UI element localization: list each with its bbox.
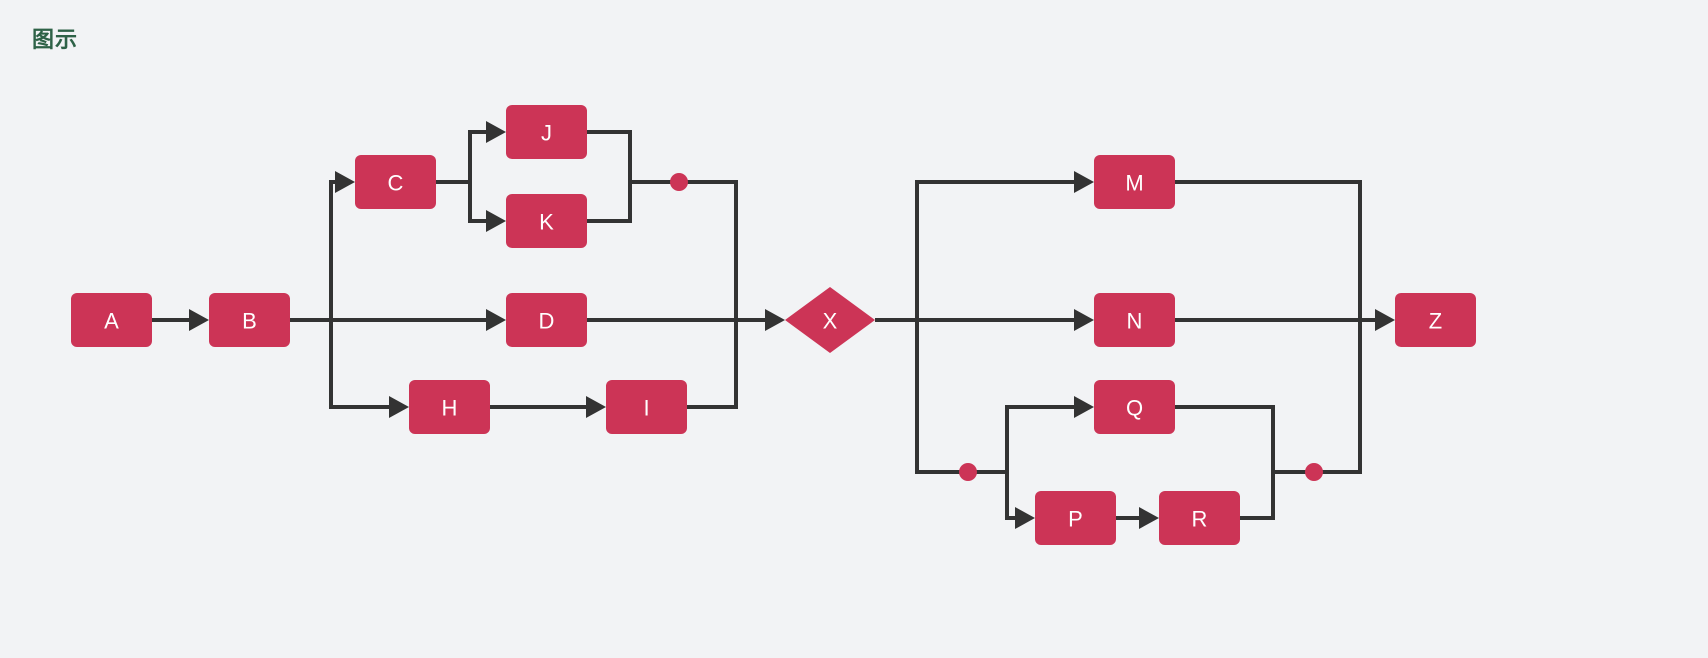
arrowhead-fork-p bbox=[1015, 507, 1035, 529]
node-p[interactable]: P bbox=[1035, 491, 1116, 545]
edge-fork-q bbox=[968, 405, 1076, 474]
node-shape-rect bbox=[1395, 293, 1476, 347]
node-shape-rect bbox=[1159, 491, 1240, 545]
node-x[interactable]: X bbox=[785, 287, 875, 353]
node-d[interactable]: D bbox=[506, 293, 587, 347]
arrowhead-b-d bbox=[486, 309, 506, 331]
node-r[interactable]: R bbox=[1159, 491, 1240, 545]
node-shape-rect bbox=[1035, 491, 1116, 545]
arrowhead-c-k bbox=[486, 210, 506, 232]
node-z[interactable]: Z bbox=[1395, 293, 1476, 347]
node-shape-rect bbox=[71, 293, 152, 347]
junction-dot-qr-join bbox=[1305, 463, 1323, 481]
node-b[interactable]: B bbox=[209, 293, 290, 347]
arrowhead-x-m bbox=[1074, 171, 1094, 193]
junction-dot-jk-join bbox=[670, 173, 688, 191]
node-j[interactable]: J bbox=[506, 105, 587, 159]
node-shape-rect bbox=[506, 293, 587, 347]
arrowhead-into-z bbox=[1375, 309, 1395, 331]
arrowhead-fork-q bbox=[1074, 396, 1094, 418]
node-shape-rect bbox=[1094, 155, 1175, 209]
edge-x-m bbox=[915, 180, 1076, 320]
arrowhead-p-r bbox=[1139, 507, 1159, 529]
node-c[interactable]: C bbox=[355, 155, 436, 209]
node-shape-diamond bbox=[785, 287, 875, 353]
junction-dot-x-fork bbox=[959, 463, 977, 481]
edge-i-x bbox=[687, 320, 738, 409]
node-shape-rect bbox=[606, 380, 687, 434]
edge-j-join bbox=[587, 130, 679, 184]
node-h[interactable]: H bbox=[409, 380, 490, 434]
edge-c-k bbox=[468, 182, 488, 223]
edge-m-z bbox=[1175, 180, 1362, 320]
arrowhead-a-b bbox=[189, 309, 209, 331]
junctions-layer bbox=[670, 173, 1323, 481]
edge-q-join bbox=[1175, 405, 1314, 474]
edges-layer bbox=[152, 121, 1395, 529]
node-shape-rect bbox=[506, 105, 587, 159]
node-n[interactable]: N bbox=[1094, 293, 1175, 347]
edge-b-c bbox=[329, 180, 337, 320]
edge-join-z bbox=[1314, 318, 1377, 474]
node-q[interactable]: Q bbox=[1094, 380, 1175, 434]
arrowhead-x-n bbox=[1074, 309, 1094, 331]
edge-c-j bbox=[468, 130, 488, 182]
page-title: 图示 bbox=[32, 27, 79, 52]
edge-join-x bbox=[679, 180, 767, 322]
node-shape-rect bbox=[355, 155, 436, 209]
node-i[interactable]: I bbox=[606, 380, 687, 434]
node-shape-rect bbox=[1094, 293, 1175, 347]
node-k[interactable]: K bbox=[506, 194, 587, 248]
arrowhead-into-x bbox=[765, 309, 785, 331]
node-shape-rect bbox=[209, 293, 290, 347]
edge-k-join bbox=[587, 180, 679, 223]
node-m[interactable]: M bbox=[1094, 155, 1175, 209]
node-a[interactable]: A bbox=[71, 293, 152, 347]
edge-r-join bbox=[1240, 470, 1314, 520]
node-shape-rect bbox=[1094, 380, 1175, 434]
arrowhead-h-i bbox=[586, 396, 606, 418]
node-shape-rect bbox=[506, 194, 587, 248]
edge-b-h bbox=[329, 320, 391, 409]
edge-x-fork bbox=[915, 320, 968, 474]
arrowhead-b-h bbox=[389, 396, 409, 418]
node-shape-rect bbox=[409, 380, 490, 434]
arrowhead-c-j bbox=[486, 121, 506, 143]
edge-fork-p bbox=[968, 470, 1017, 520]
arrowhead-b-c bbox=[335, 171, 355, 193]
